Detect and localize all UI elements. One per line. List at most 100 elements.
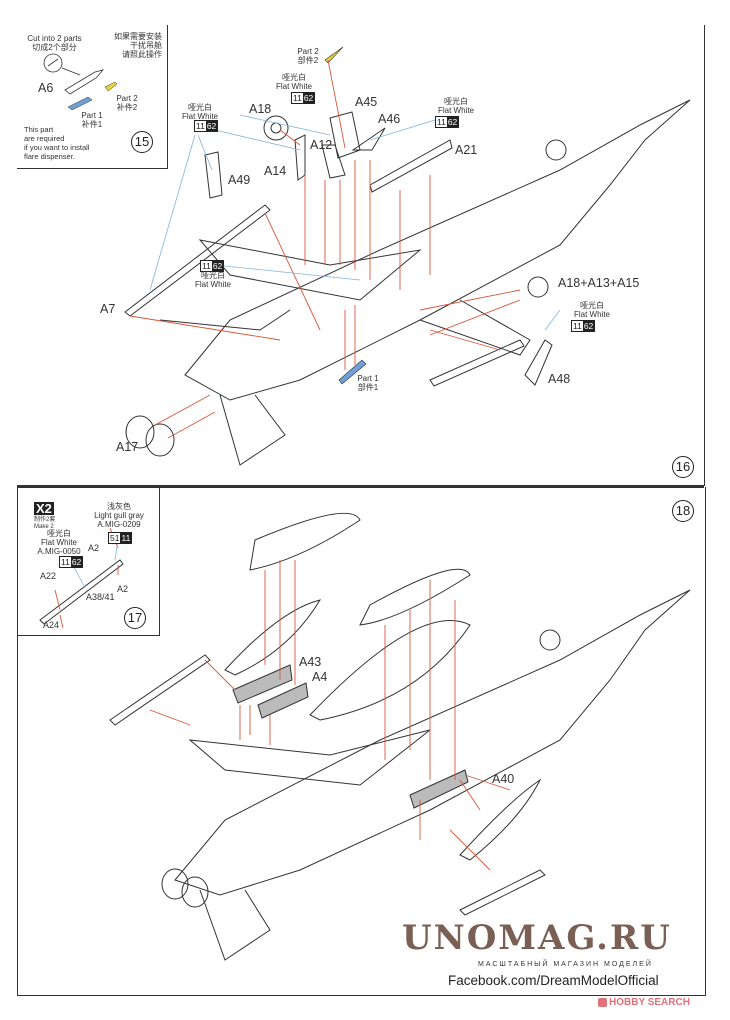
part2-yellow-top: [324, 46, 344, 64]
page-frame-bottom: [17, 487, 706, 996]
pylon-a40: [409, 769, 469, 809]
paint-en: Flat White: [437, 106, 474, 115]
part1-en: Part 1: [357, 374, 379, 383]
aircraft-bottom: [39, 512, 691, 961]
part-label-a24: A24: [43, 620, 60, 630]
part-label-a14: A14: [264, 164, 287, 178]
paint-en: Light gull gray: [94, 511, 144, 520]
paint-cn: 哑光白: [47, 529, 71, 538]
part-label-a45: A45: [355, 95, 378, 109]
quantity-note: 制作2套 Make 2: [34, 517, 55, 531]
paint-cn: 哑光白: [188, 103, 212, 112]
paint-callout-light-gull-gray: 浅灰色 Light gull gray A.MIG-0209: [84, 502, 154, 529]
part-label-a18-a13-a15: A18+A13+A15: [558, 276, 640, 290]
watermark-subtitle: МАСШТАБНЫЙ МАГАЗИН МОДЕЛЕЙ: [478, 961, 653, 968]
paint-callout-flat-white: 哑光白 Flat White: [270, 73, 318, 91]
blue-leaders-top: [149, 114, 561, 331]
part1-cn: 补件1: [81, 120, 103, 129]
paint-cn: 浅灰色: [107, 502, 131, 511]
part-label-a49: A49: [228, 173, 251, 187]
code-b: 62: [205, 121, 218, 131]
part-label-a2: A2: [117, 584, 129, 594]
left-wing-top: [198, 239, 422, 301]
facebook-link[interactable]: Facebook.com/DreamModelOfficial: [448, 973, 659, 988]
qty-en: Make 2: [34, 524, 54, 530]
inset-15-frame: [17, 25, 168, 169]
code-b: 11: [120, 533, 132, 543]
inset15-cut-label: Cut into 2 parts 切成2个部分: [22, 34, 87, 52]
part-label-a17: A17: [116, 440, 139, 454]
paint-ref: A.MIG-0050: [37, 547, 81, 556]
part-a45: [329, 111, 361, 159]
inset15-part1-label: Part 1 补件1: [77, 111, 107, 129]
paint-callout-flat-white: 哑光白 Flat White A.MIG-0050: [34, 529, 84, 556]
part-label-a22: A22: [40, 571, 57, 581]
fuselage-top: [184, 99, 691, 401]
part1-cn: 部件1: [357, 383, 379, 392]
nozzle-1: [125, 415, 155, 449]
code-b: 62: [302, 93, 315, 103]
red-leaders-top: [129, 59, 521, 439]
red-leaders-bottom: [54, 527, 511, 871]
hobby-search-icon: [598, 998, 607, 1007]
inset15-drawing: [43, 53, 105, 95]
wheel-a18: [263, 115, 289, 141]
note-en-line: flare dispenser.: [24, 152, 75, 161]
paint-cn: 哑光白: [282, 73, 306, 82]
part-label-a18: A18: [249, 102, 272, 116]
step-number-15: 15: [131, 131, 153, 153]
part1-blue-top: [338, 359, 367, 385]
paint-callout-flat-white: 哑光白 Flat White: [176, 103, 224, 121]
code-b: 62: [70, 557, 83, 567]
missile-right: [459, 869, 546, 916]
bomb-right: [459, 778, 542, 861]
inset15-note-cn: 如果需要安装 干扰吊舱 请照此操作: [100, 32, 162, 59]
code-a: 11: [60, 557, 71, 567]
ventral-fin-top: [219, 394, 286, 466]
nose-wheel-bottom: [539, 629, 561, 651]
paint-callout-flat-white: 哑光白 Flat White: [188, 271, 238, 289]
code-b: 62: [211, 261, 224, 271]
inset-17-frame: [17, 487, 160, 636]
part-a21: [369, 139, 453, 193]
part-label-a38-41: A38/41: [86, 592, 115, 602]
nozzle-2: [145, 423, 175, 457]
paint-ref: A.MIG-0209: [97, 520, 141, 529]
note-en-line: This part: [24, 125, 54, 134]
stabilizer-top: [159, 309, 291, 331]
page-frame-top: [17, 25, 705, 486]
watermark-logo: UNOMAG.RU: [402, 918, 672, 958]
part-a48-rail: [429, 339, 525, 387]
part-label-a43: A43: [299, 655, 322, 669]
paint-callout-flat-white: 哑光白 Flat White: [568, 301, 616, 319]
code-a: 11: [292, 93, 303, 103]
note-cn-line: 干扰吊舱: [130, 41, 162, 50]
part2-en: Part 2: [116, 94, 138, 103]
code-a: 11: [436, 117, 447, 127]
bomb-left: [224, 599, 322, 676]
paint-en: Flat White: [573, 310, 610, 319]
paint-cn: 哑光白: [444, 97, 468, 106]
right-wing-top: [419, 299, 531, 356]
pylon-a43: [232, 664, 293, 704]
missile-left: [109, 654, 211, 726]
inset15-part2-label: Part 2 补件2: [112, 94, 142, 112]
part2-cn: 部件2: [297, 56, 319, 65]
code-a: 11: [201, 261, 212, 271]
cut-cn: 切成2个部分: [32, 43, 77, 52]
part2-label-top: Part 2 部件2: [290, 47, 326, 65]
part2-cn: 补件2: [116, 103, 138, 112]
note-en-line: are required: [24, 134, 65, 143]
code-b: 62: [446, 117, 459, 127]
part-label-a46: A46: [378, 112, 401, 126]
code-a: 51: [109, 533, 121, 543]
fuel-tank-1: [249, 512, 361, 571]
inset15-part1: [67, 96, 93, 111]
